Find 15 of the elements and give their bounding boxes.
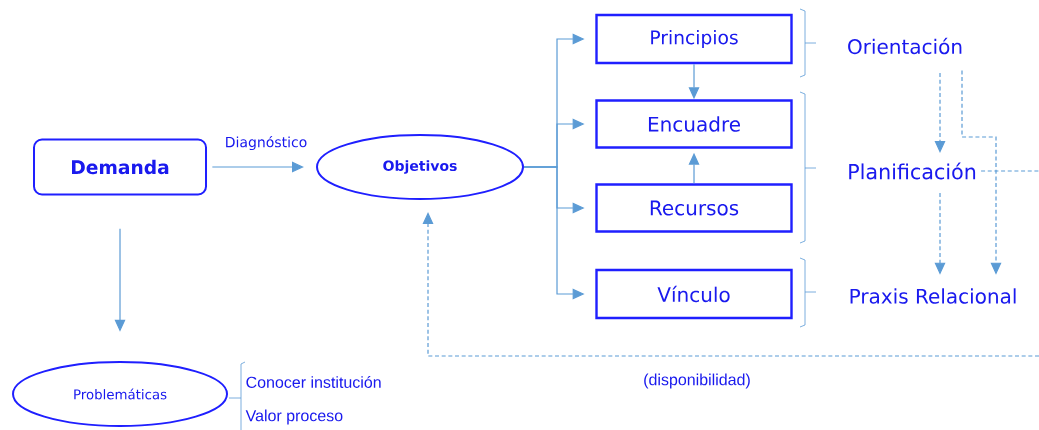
item-text: Valor proceso [245,409,343,425]
item-text: Conocer institución [246,376,381,388]
category-label: Planificación [849,162,976,180]
edge-label: Diagnóstico [223,134,309,152]
category-label: Orientación [848,37,962,55]
process-box: Demanda [33,138,207,196]
process-box: Vínculo [595,268,793,320]
process-box: Recursos [595,183,793,233]
process-box: Encuadre [595,99,793,149]
process-box: Principios [595,13,793,65]
edge-label: (disponibilidad) [641,372,753,390]
category-label: Praxis Relacional [850,288,1016,304]
dashed-arrow [422,212,1039,357]
dashed-arrow [934,72,946,153]
arrow [211,161,304,173]
